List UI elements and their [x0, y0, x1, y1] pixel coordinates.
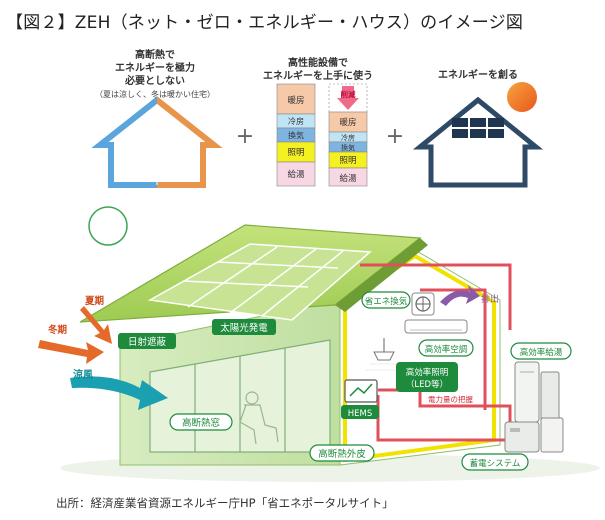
exhaust-arrow-icon [440, 285, 480, 306]
window-tag: 高断熱窓 [169, 413, 233, 431]
aircon-tag: 高効率空調 [418, 339, 474, 357]
plus-sign-1: + [236, 124, 254, 149]
solar-tag: 太陽光発電 [212, 319, 276, 335]
hems-monitor-icon [344, 379, 378, 403]
summer-sun-arrow-icon [80, 306, 112, 344]
panel2-line2: エネルギーを上手に使う [263, 69, 373, 82]
stack-after-heating: 暖房 [339, 117, 356, 128]
solar-label: 太陽光発電 [220, 322, 268, 334]
roof-edge [335, 238, 428, 312]
lighting-tag: 高効率照明 （LED等） [396, 362, 458, 392]
winter-label: 冬期 [48, 324, 67, 336]
cool-breeze-label: 涼風 [73, 368, 93, 381]
battery-tag: 蓄電システム [461, 453, 529, 471]
panel1-line1: 高断熱で [135, 48, 175, 61]
stack-before-lighting: 照明 [287, 148, 304, 158]
page-title: 【図２】ZEH（ネット・ゼロ・エネルギー・ハウス）のイメージ図 [6, 13, 524, 33]
skin-tag: 高断熱外皮 [309, 444, 375, 462]
skin-label: 高断熱外皮 [318, 448, 366, 460]
stack-after-ventilation: 換気 [341, 143, 355, 152]
energy-stack-before: 暖房 冷房 換気 照明 給湯 [276, 83, 316, 187]
plus-sign-2: + [386, 124, 404, 149]
decorative-circle [88, 206, 128, 246]
water-heater-label: 高効率給湯 [520, 347, 563, 358]
aircon-label: 高効率空調 [425, 344, 468, 355]
water-heater-icon [514, 361, 560, 423]
source-note: 出所：経済産業省資源エネルギー庁HP「省エネポータルサイト」 [56, 496, 394, 510]
battery-label: 蓄電システム [470, 458, 521, 469]
solar-house-icon [412, 96, 544, 188]
ventilation-fan-icon [411, 292, 435, 316]
stack-before-ventilation: 換気 [288, 130, 304, 140]
sunlight-arrows [38, 306, 112, 364]
stack-before-cooling: 冷房 [288, 116, 304, 126]
lighting-label-line2: （LED等） [406, 379, 448, 390]
panel2-line1: 高性能設備で [288, 56, 348, 69]
exhaust-label: 排出 [481, 293, 499, 305]
water-heater-tag: 高効率給湯 [510, 342, 572, 360]
stack-before-hotwater: 給湯 [287, 169, 305, 180]
shade-tag: 日射遮蔽 [118, 333, 176, 349]
hems-tag: HEMS [341, 405, 379, 419]
stack-after-hotwater: 給湯 [339, 173, 357, 184]
reduce-arrow-icon [337, 86, 359, 110]
battery-storage-icon [504, 417, 564, 453]
energy-creation-panel: エネルギーを創る [412, 68, 544, 188]
panel1-line4: （夏は涼しく、冬は暖かい住宅） [95, 89, 215, 99]
equipment-panel: 高性能設備で エネルギーを上手に使う 暖房 冷房 換気 照明 給湯 削減 暖房 [263, 56, 373, 187]
summer-label: 夏期 [84, 295, 104, 307]
reduce-label: 削減 [341, 89, 356, 99]
panel3-line1: エネルギーを創る [438, 68, 518, 81]
panel1-line3: 必要としない [124, 74, 185, 87]
person-relaxing-icon [239, 391, 279, 445]
stack-before-heating: 暖房 [287, 95, 304, 106]
power-monitor-label: 電力量の把握 [428, 394, 473, 404]
air-conditioner-icon [404, 319, 468, 334]
energy-stack-after: 削減 暖房 冷房 換気 照明 給湯 [328, 83, 368, 187]
ventilation-tag: 省エネ換気 [361, 291, 411, 309]
rooftop-solar-panels [147, 243, 372, 321]
ventilation-label: 省エネ換気 [365, 296, 408, 307]
led-light-icon [366, 338, 402, 371]
lighting-label-line1: 高効率照明 [406, 367, 449, 378]
sun-icon [507, 82, 537, 112]
hems-label: HEMS [348, 409, 373, 419]
window-label: 高断熱窓 [182, 417, 220, 429]
stack-after-cooling: 冷房 [341, 133, 355, 142]
cool-breeze-arrow-icon [70, 376, 168, 410]
shade-label: 日射遮蔽 [128, 336, 167, 348]
stack-after-lighting: 照明 [339, 156, 356, 166]
solar-panel-icon [452, 118, 504, 138]
insulation-panel: 高断熱で エネルギーを極力 必要としない （夏は涼しく、冬は暖かい住宅） [91, 48, 223, 188]
winter-sun-arrow-icon [38, 340, 104, 364]
panel1-line2: エネルギーを極力 [115, 61, 195, 74]
